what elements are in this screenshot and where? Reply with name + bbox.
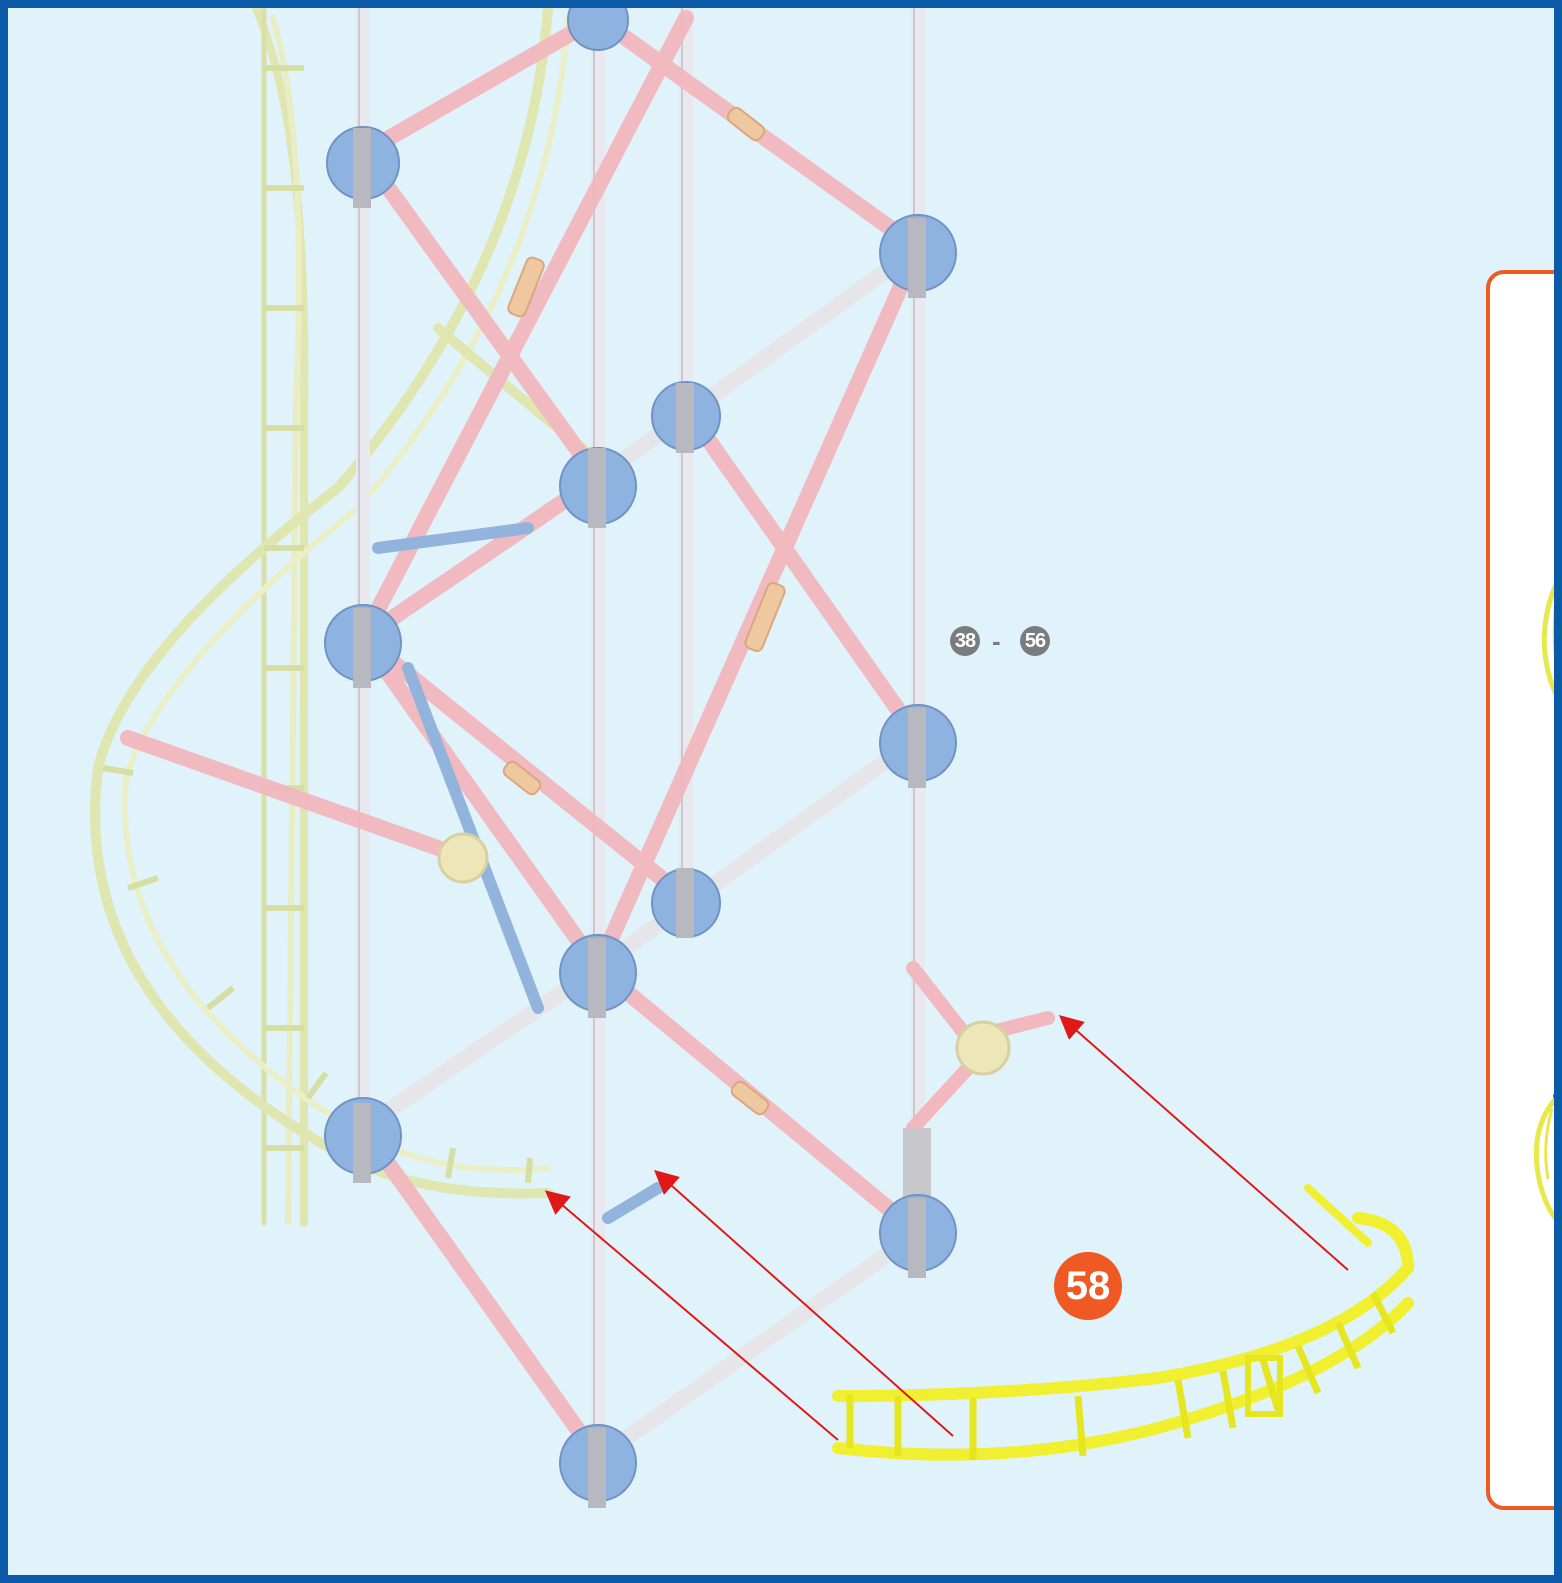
detail-track-preview <box>1533 582 1554 1221</box>
placement-arrow-icon <box>544 1190 839 1441</box>
step-number-badge: 58 <box>1054 1252 1122 1320</box>
blue-rods <box>372 522 664 1224</box>
placement-arrow-icon <box>654 1170 954 1437</box>
track-ties <box>846 1291 1397 1460</box>
hub-connector-icon <box>567 8 629 51</box>
assembly-diagram <box>90 8 1415 1508</box>
previous-step-from-badge: 38 <box>950 626 980 656</box>
previous-step-range-separator: - <box>992 626 1001 656</box>
placement-arrows <box>544 1015 1349 1441</box>
placement-arrow-icon <box>1059 1015 1349 1271</box>
previous-step-to-badge: 56 <box>1020 626 1050 656</box>
orange-couplers <box>502 106 786 1116</box>
track-bracket <box>1245 1355 1283 1417</box>
detail-panel <box>1486 270 1554 1510</box>
track-mount <box>437 832 1055 1198</box>
